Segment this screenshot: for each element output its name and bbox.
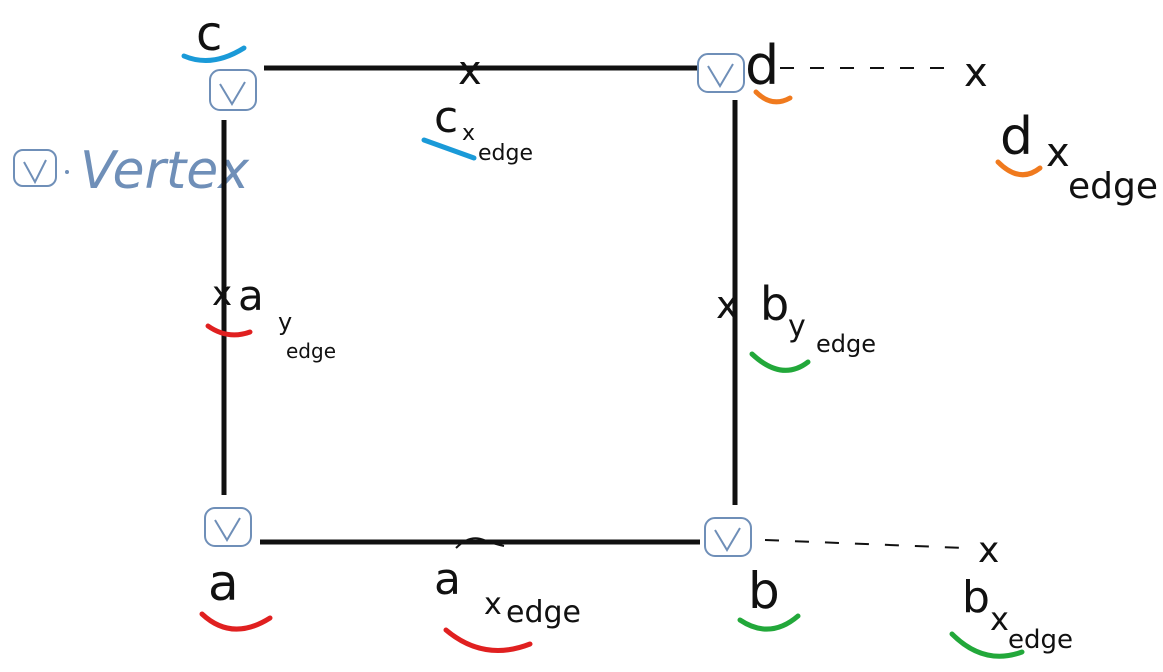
edges <box>221 65 738 545</box>
edge-label-d-x-edge: edge <box>1068 166 1158 207</box>
underline-a <box>199 611 273 632</box>
edge-label-a-x-edge: edge <box>506 595 581 630</box>
edge-label-c-x: c x edge <box>421 92 533 166</box>
vertex-d: d <box>745 34 793 105</box>
vertex-icon-c <box>209 69 257 111</box>
edge-label-a-x: a x edge <box>434 554 581 653</box>
underline-d-x <box>995 159 1043 178</box>
edge-label-d-x-sub: x <box>1046 130 1070 176</box>
vertex-icon-a <box>204 507 252 547</box>
stray-scribble <box>455 537 505 549</box>
legend: Vertex <box>13 141 250 201</box>
dashed-line-b <box>764 539 966 549</box>
dashed-lines <box>764 67 966 549</box>
edge-label-a-x-sub: x <box>484 587 502 622</box>
edge-label-b-y: b y edge <box>749 277 876 373</box>
vertex-b: b <box>737 562 801 632</box>
markers: x x x x x <box>212 48 999 571</box>
edge-label-c-x-edge: edge <box>478 141 533 166</box>
edge-label-a-y-sub: y <box>278 308 292 336</box>
vertex-label-a: a <box>208 554 239 612</box>
marker-left: x <box>212 274 232 314</box>
edge-label-d-x-base: d <box>1000 107 1033 167</box>
underline-c <box>181 45 247 63</box>
underline-d <box>753 89 793 105</box>
vertex-icon-d <box>697 53 745 93</box>
marker-right: x <box>716 283 739 327</box>
vertex-label-d: d <box>745 34 779 97</box>
underline-a-y <box>205 323 253 338</box>
vertex-icon-b <box>704 517 752 557</box>
underline-b <box>737 613 801 632</box>
edge-label-a-y-base: a <box>238 271 264 320</box>
underline-b-y <box>749 351 811 373</box>
edge-label-c-x-base: c <box>434 92 458 143</box>
vertex-label-b: b <box>748 562 780 620</box>
edge-label-a-y: a y edge <box>205 271 336 363</box>
edge-label-a-x-base: a <box>434 554 461 605</box>
marker-d-proj: x <box>964 50 988 96</box>
underline-b-x <box>949 631 1025 659</box>
underline-c-x <box>421 137 477 161</box>
edge-label-b-x-sub: x <box>990 600 1009 638</box>
edge-label-b-x-base: b <box>962 572 990 623</box>
vertex-c: c <box>181 6 247 63</box>
edge-label-b-x-edge: edge <box>1008 625 1073 655</box>
edge-label-b-y-sub: y <box>788 309 806 344</box>
vertex-label-c: c <box>196 6 222 62</box>
edge-label-a-y-edge: edge <box>286 339 336 363</box>
marker-top: x <box>458 48 482 94</box>
vertex-a: a <box>199 554 273 632</box>
edge-label-c-x-sub: x <box>462 121 475 146</box>
legend-dot <box>65 170 69 174</box>
marker-b-proj: x <box>978 530 999 571</box>
edge-label-b-y-base: b <box>760 277 789 331</box>
edge-label-d-x: d x edge <box>995 107 1158 207</box>
underline-a-x <box>443 627 533 653</box>
edge-label-b-y-edge: edge <box>816 330 876 358</box>
edge-label-b-x: b x edge <box>949 572 1073 659</box>
vertex-icon <box>13 149 57 187</box>
